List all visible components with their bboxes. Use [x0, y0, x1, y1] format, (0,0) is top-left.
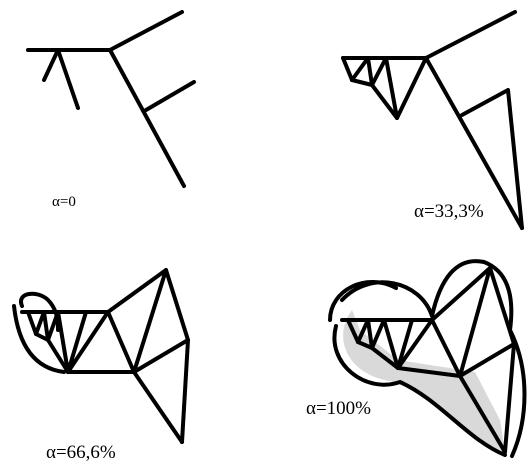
hull-shading [343, 310, 505, 452]
label-alpha-33: α=33,3% [414, 201, 484, 222]
panel-alpha-0: α=0 [26, 10, 196, 210]
label-alpha-0: α=0 [52, 194, 76, 210]
triangulation-33 [341, 10, 524, 230]
triangulation-100 [328, 259, 527, 458]
panel-alpha-100: α=100% [306, 259, 527, 458]
label-alpha-100: α=100% [306, 398, 371, 419]
panel-alpha-66: α=66,6% [12, 268, 190, 463]
panel-alpha-33: α=33,3% [341, 10, 524, 230]
label-alpha-66: α=66,6% [46, 442, 116, 463]
skeleton-graph [26, 10, 196, 188]
triangulation-66 [12, 268, 190, 444]
